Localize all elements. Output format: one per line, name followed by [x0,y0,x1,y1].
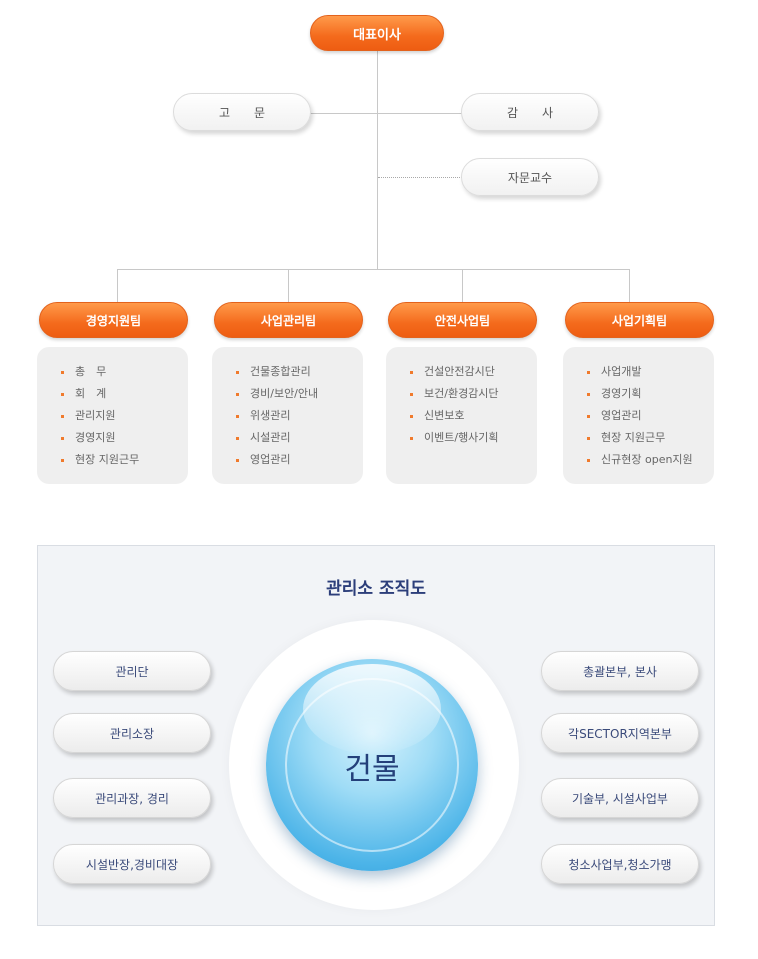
right-role-pill: 총괄본부, 본사 [541,651,699,691]
panel-title: 관리소 조직도 [326,579,426,599]
dept-item: 건설안전감시단 [410,361,537,383]
dept-item: 영업관리 [236,449,363,471]
consultant-node: 자문교수 [461,158,599,196]
dept-list-box: 건설안전감시단 보건/환경감시단 신변보호 이벤트/행사기획 [386,347,537,484]
dept-item: 총 무 [61,361,188,383]
auditor-node: 감 사 [461,93,599,131]
connector-dept-1 [117,269,118,303]
left-role-pill: 관리과장, 경리 [53,778,211,818]
dept-header: 사업기획팀 [565,302,714,338]
connector-consultant [378,177,462,178]
dept-item: 경영기획 [587,383,714,405]
ceo-node: 대표이사 [310,15,444,51]
right-role-pill: 각SECTOR지역본부 [541,713,699,753]
dept-item: 경영지원 [61,427,188,449]
center-label: 건물 [344,752,400,787]
connector-advisor [310,113,462,114]
dept-item: 현장 지원근무 [587,427,714,449]
dept-header: 사업관리팀 [214,302,363,338]
center-sphere-gloss [303,664,441,754]
advisor-node: 고 문 [173,93,311,131]
left-role-pill: 시설반장,경비대장 [53,844,211,884]
dept-item: 보건/환경감시단 [410,383,537,405]
dept-item: 사업개발 [587,361,714,383]
dept-list-box: 사업개발 경영기획 영업관리 현장 지원근무 신규현장 open지원 [563,347,714,484]
dept-item: 현장 지원근무 [61,449,188,471]
right-role-pill: 기술부, 시설사업부 [541,778,699,818]
dept-item: 위생관리 [236,405,363,427]
dept-item: 경비/보안/안내 [236,383,363,405]
dept-item: 신규현장 open지원 [587,449,714,471]
dept-item: 관리지원 [61,405,188,427]
connector-dept-2 [288,269,289,303]
dept-item: 시설관리 [236,427,363,449]
dept-header: 경영지원팀 [39,302,188,338]
connector-main-vertical [377,50,378,269]
dept-header: 안전사업팀 [388,302,537,338]
connector-dept-3 [462,269,463,303]
left-role-pill: 관리단 [53,651,211,691]
management-panel: 관리소 조직도 건물 관리단 관리소장 관리과장, 경리 시설반장,경비대장 총… [37,545,715,926]
dept-item: 이벤트/행사기획 [410,427,537,449]
dept-item: 영업관리 [587,405,714,427]
right-role-pill: 청소사업부,청소가맹 [541,844,699,884]
connector-dept-horizontal [117,269,629,270]
left-role-pill: 관리소장 [53,713,211,753]
dept-item: 회 계 [61,383,188,405]
dept-item: 신변보호 [410,405,537,427]
dept-list-box: 건물종합관리 경비/보안/안내 위생관리 시설관리 영업관리 [212,347,363,484]
dept-item: 건물종합관리 [236,361,363,383]
dept-list-box: 총 무 회 계 관리지원 경영지원 현장 지원근무 [37,347,188,484]
connector-dept-4 [629,269,630,303]
